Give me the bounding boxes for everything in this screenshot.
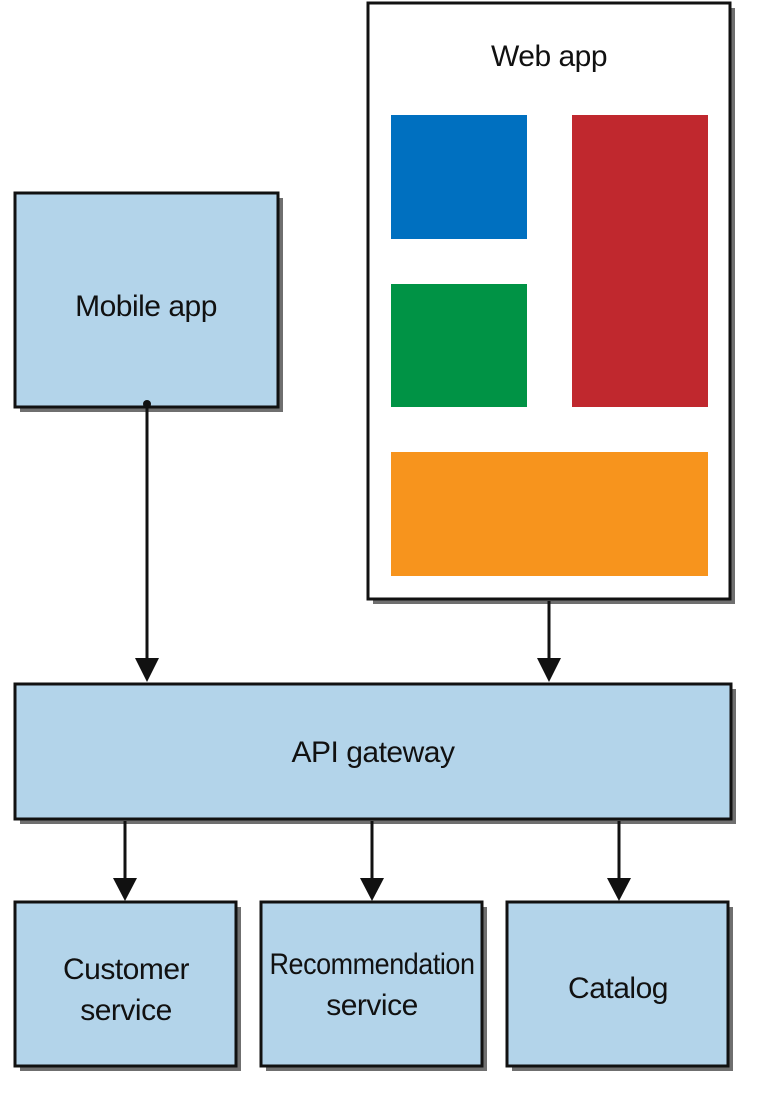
catalog-node: Catalog <box>505 900 733 1071</box>
arrowhead-recommendation <box>360 878 384 901</box>
arrowhead-catalog <box>607 878 631 901</box>
web-app-label: Web app <box>491 40 607 73</box>
recommendation-service-node: Recommendation service <box>259 900 487 1071</box>
catalog-box <box>505 900 730 1068</box>
api-gateway-label: API gateway <box>292 736 455 769</box>
recommendation-service-box <box>259 900 484 1068</box>
mobile-app-node: Mobile app <box>13 191 283 412</box>
customer-service-node: Customer service <box>13 900 241 1071</box>
arrowhead-web <box>537 658 561 682</box>
recommendation-service-label-line2: service <box>326 989 418 1022</box>
web-app-block-green <box>391 284 527 407</box>
recommendation-service-label-line1: Recommendation <box>270 948 475 981</box>
customer-service-box <box>13 900 238 1068</box>
mobile-app-box <box>13 191 280 409</box>
api-gateway-box <box>13 682 733 821</box>
customer-service-label-line1: Customer <box>63 953 190 986</box>
web-app-node: Web app <box>366 1 735 604</box>
web-app-block-orange <box>391 452 708 576</box>
mobile-app-label: Mobile app <box>75 290 217 323</box>
api-gateway-node: API gateway <box>13 682 736 824</box>
catalog-label: Catalog <box>568 972 668 1005</box>
customer-service-label-line2: service <box>80 994 172 1027</box>
arrowhead-customer <box>113 878 137 901</box>
web-app-block-red <box>572 115 708 407</box>
arrowhead-mobile <box>135 658 159 682</box>
web-app-block-blue <box>391 115 527 239</box>
